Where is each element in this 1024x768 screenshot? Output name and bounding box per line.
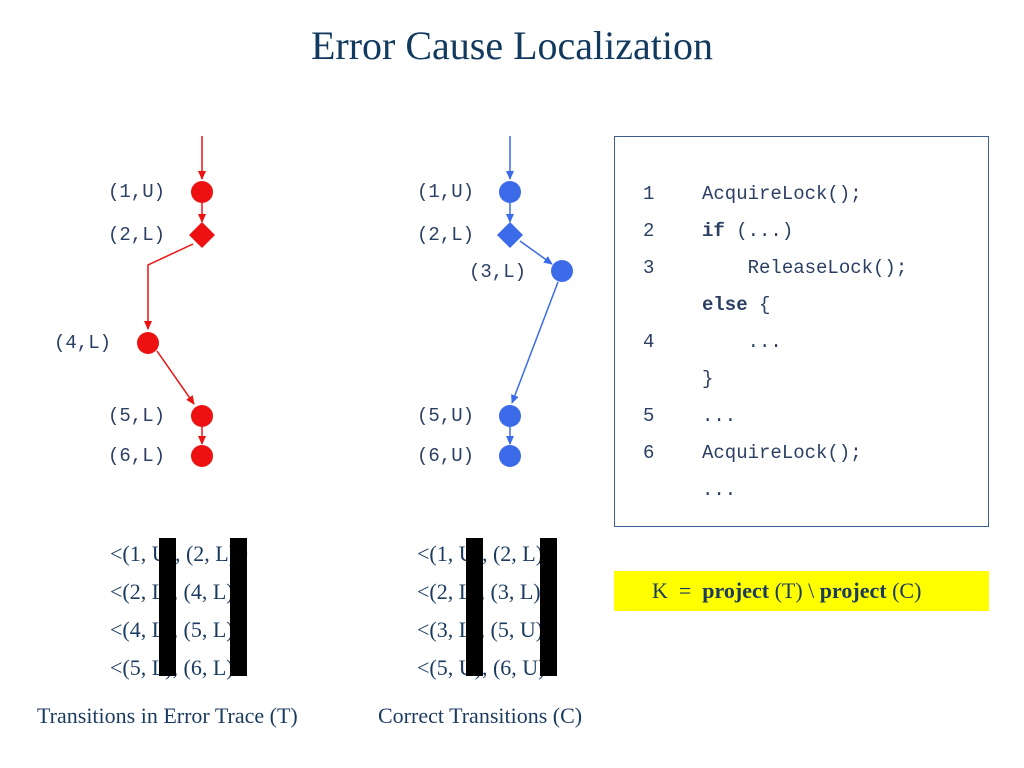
correct-trace-graph [506,136,559,445]
formula-highlight: K = project (T) \ project (C) [614,571,989,611]
lock-state-mask [540,538,557,676]
error-node-5L [191,405,213,427]
error-node-4L [137,332,159,354]
correct-transition: <(1, U), (2, L)> [417,541,556,566]
correct-node-label: (2,L) [417,224,475,246]
correct-node-label: (5,U) [417,405,475,427]
error-transition: <(1, U), (2, L)> [110,541,249,566]
error-node-label: (2,L) [108,224,166,246]
lock-state-mask [159,538,176,676]
error-trace-nodes [137,181,215,467]
lock-state-mask [230,538,247,676]
correct-node-label: (6,U) [417,445,475,467]
code-keyword: if [702,220,725,242]
error-node-1U [191,181,213,203]
error-transition: <(5, L), (6, L)> [110,655,246,680]
correct-node-1U [499,181,521,203]
error-node-label: (5,L) [108,405,166,427]
error-node-6L [191,445,213,467]
code-keyword: else [702,294,748,316]
error-transition: <(2, L), (4, L)> [110,579,246,604]
error-edge-2-4 [144,243,194,330]
correct-transition: <(3, L), (5, U)> [417,617,556,642]
correct-transition: <(2, L), (3, L)> [417,579,553,604]
correct-node-5U [499,405,521,427]
error-trace-caption: Transitions in Error Trace (T) [37,703,298,728]
correct-node-6U [499,445,521,467]
lock-state-mask [466,538,483,676]
error-node-label: (1,U) [108,181,166,203]
error-transition: <(4, L), (5, L)> [110,617,246,642]
error-edge-4-5 [156,350,195,405]
correct-node-3L [551,260,573,282]
correct-edge-2-3 [519,240,553,265]
error-node-2L [189,222,215,248]
correct-node-2L [497,222,523,248]
correct-node-label: (3,L) [469,261,527,283]
slide-title: Error Cause Localization [310,23,714,68]
error-trace-graph [144,136,206,445]
correct-trace-nodes [497,181,573,467]
correct-transition: <(5, U), (6, U)> [417,655,558,680]
correct-trace-caption: Correct Transitions (C) [378,703,583,728]
correct-node-label: (1,U) [417,181,475,203]
error-node-label: (6,L) [108,445,166,467]
error-node-label: (4,L) [54,332,112,354]
correct-edge-3-5 [511,281,559,404]
